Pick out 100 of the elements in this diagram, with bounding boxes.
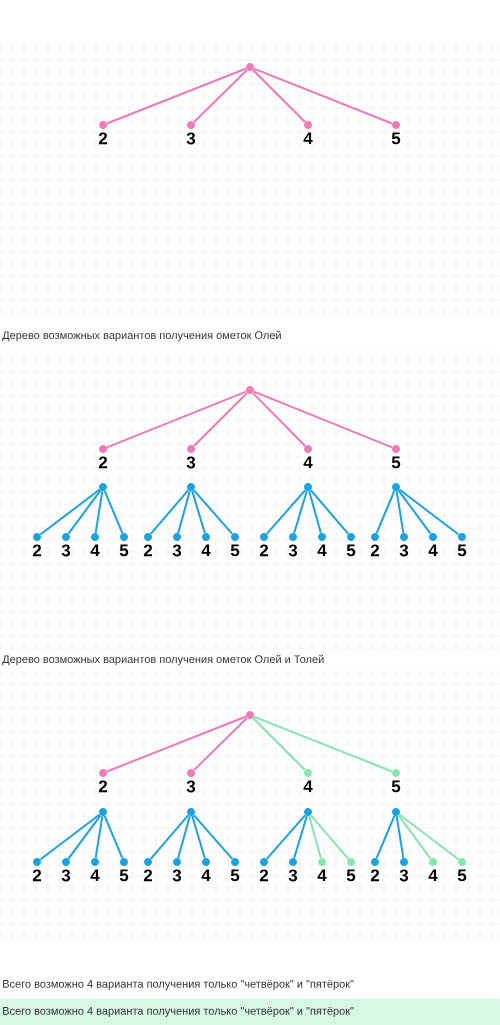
node-label: 3 [186, 780, 196, 793]
tree-node: 3 [288, 533, 298, 557]
node-label: 4 [201, 544, 211, 557]
caption-text: Дерево возможных вариантов получения ометок Олей и Толей [2, 654, 324, 666]
node-label: 3 [399, 869, 409, 882]
tree-node: 2 [143, 533, 153, 557]
tree-node: 4 [90, 533, 100, 557]
node-label: 5 [119, 869, 129, 882]
tree-node: 4 [201, 858, 211, 882]
node-label: 4 [317, 869, 327, 882]
branch-line [193, 716, 248, 772]
tree-node: 4 [303, 769, 313, 793]
tree-node: 2 [259, 533, 269, 557]
tree-node: 2 [259, 858, 269, 882]
branch-point [187, 808, 195, 816]
branch-point [304, 483, 312, 491]
branch-line [105, 67, 248, 125]
node-label: 5 [346, 869, 356, 882]
branch-line [375, 489, 396, 535]
node-label: 4 [201, 869, 211, 882]
tree-node: 5 [457, 858, 467, 882]
branch-line [265, 814, 307, 860]
tree-node: 5 [391, 769, 401, 793]
branch-line [398, 488, 460, 536]
branch-line [149, 489, 190, 535]
node-label: 5 [391, 780, 401, 793]
tree-node: 3 [399, 533, 409, 557]
branch-line [192, 814, 234, 860]
branch-line [105, 390, 248, 449]
branch-line [375, 814, 396, 860]
node-label: 2 [370, 869, 380, 882]
node-label: 3 [186, 132, 196, 145]
branch-line [309, 814, 350, 860]
node-label: 2 [98, 456, 108, 469]
branch-line [177, 815, 191, 859]
node-label: 2 [370, 544, 380, 557]
tree-node: 4 [428, 858, 438, 882]
caption-text: Всего возможно 4 варианта получения только "четвёрок" и "пятёрок" [3, 980, 354, 990]
branch-point [246, 386, 254, 394]
tree-node: 5 [119, 533, 129, 557]
branch-line [251, 392, 307, 447]
node-label: 2 [259, 544, 269, 557]
branch-line [293, 815, 308, 859]
node-label: 2 [32, 544, 42, 557]
branch-line [308, 490, 322, 534]
branch-point [99, 808, 107, 816]
tree-node: 3 [61, 533, 71, 557]
branch-point [392, 808, 400, 816]
branch-line [265, 489, 307, 535]
tree-node: 5 [391, 121, 401, 145]
branch-line [39, 813, 101, 861]
branch-point [99, 483, 107, 491]
node-label: 5 [457, 869, 467, 882]
branch-line [94, 490, 104, 534]
branch-line [103, 489, 124, 535]
branch-point [246, 63, 254, 71]
tree-node: 3 [172, 858, 182, 882]
tree-node: 2 [370, 858, 380, 882]
tree-node: 5 [457, 533, 467, 557]
branch-line [398, 813, 460, 861]
node-label: 5 [346, 544, 356, 557]
tree-node: 3 [399, 858, 409, 882]
tree-node: 3 [186, 769, 196, 793]
tree-node: 5 [230, 858, 240, 882]
tree-node: 4 [90, 858, 100, 882]
node-label: 3 [186, 456, 196, 469]
tree-node: 2 [32, 533, 42, 557]
node-label: 5 [391, 132, 401, 145]
branch-point [392, 483, 400, 491]
branch-point [304, 808, 312, 816]
node-label: 4 [428, 544, 438, 557]
tree-node: 2 [143, 858, 153, 882]
node-label: 3 [172, 544, 182, 557]
node-label: 5 [391, 456, 401, 469]
branch-line [67, 814, 102, 860]
tree-node: 3 [172, 533, 182, 557]
branch-line [395, 490, 405, 534]
node-label: 4 [303, 456, 313, 469]
node-label: 5 [230, 869, 240, 882]
branch-line [252, 67, 394, 125]
branch-line [252, 715, 394, 773]
tree-node: 5 [230, 533, 240, 557]
branch-line [67, 489, 102, 535]
tree-node: 4 [303, 121, 313, 145]
tree-node: 3 [61, 858, 71, 882]
branch-line [192, 392, 249, 448]
tree-node: 2 [370, 533, 380, 557]
tree-node: 5 [391, 445, 401, 469]
branch-line [251, 69, 307, 124]
tree-node: 3 [186, 121, 196, 145]
node-label: 4 [317, 544, 327, 557]
branch-line [103, 814, 124, 860]
node-label: 3 [61, 869, 71, 882]
tree-node: 4 [303, 445, 313, 469]
branch-line [395, 815, 405, 859]
tree-node: 3 [186, 445, 196, 469]
node-label: 2 [32, 869, 42, 882]
tree-node: 3 [288, 858, 298, 882]
node-label: 3 [399, 544, 409, 557]
tree-node: 4 [317, 858, 327, 882]
